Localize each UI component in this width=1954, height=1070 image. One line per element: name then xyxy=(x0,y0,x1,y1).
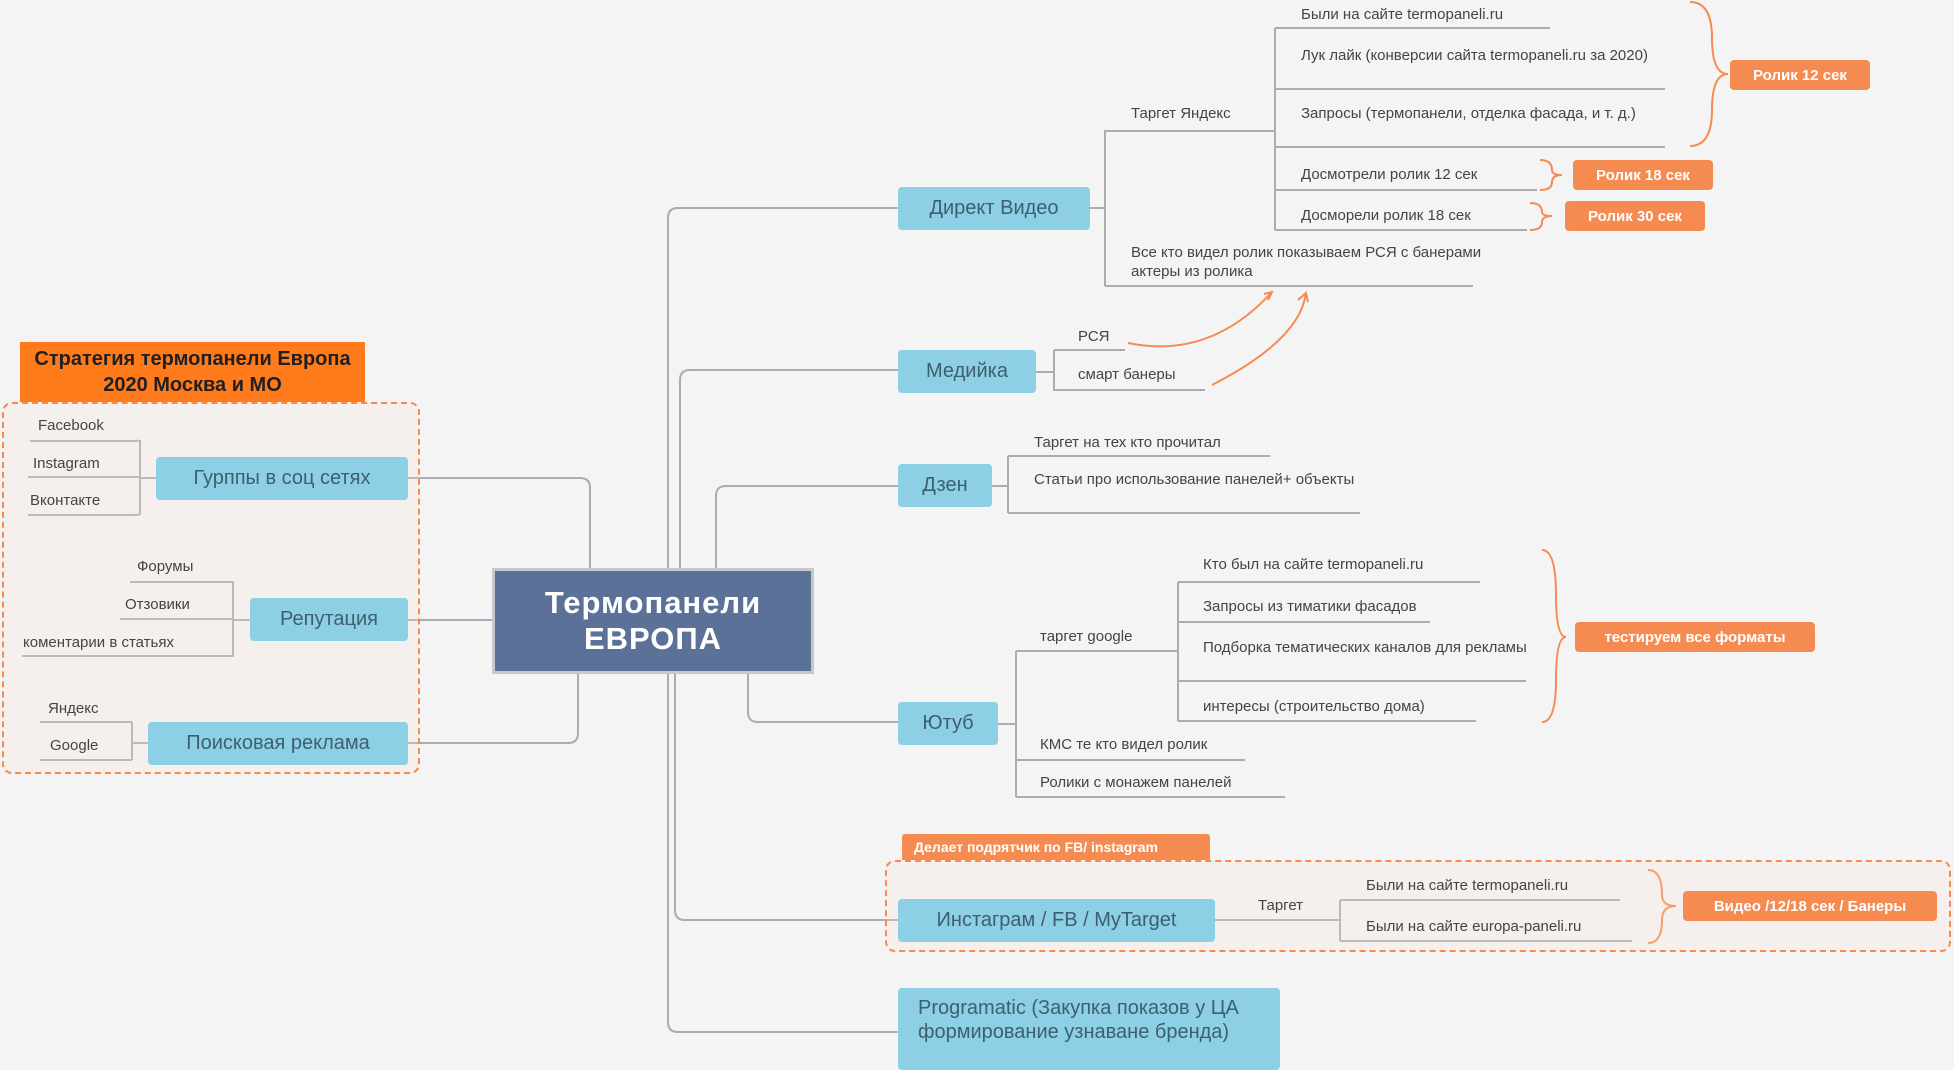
search-bracket xyxy=(40,721,148,761)
media-rsya: РСЯ xyxy=(1078,328,1110,345)
topic-reputation[interactable]: Репутация xyxy=(250,598,408,641)
line-to-social xyxy=(405,477,591,568)
leaf-yandex: Яндекс xyxy=(48,700,99,717)
instagram-bracket xyxy=(1215,899,1632,942)
brace-18 xyxy=(1539,159,1563,191)
label-target-social: Таргет xyxy=(1258,897,1304,914)
all-seen-rsya: Все кто видел ролик показываем РСЯ с бан… xyxy=(1131,244,1482,280)
media-smart-banners: смарт банеры xyxy=(1078,366,1176,383)
badge-video-banners: Видео /12/18 сек / Банеры xyxy=(1683,891,1937,921)
line-to-media xyxy=(679,369,898,575)
topic-dzen[interactable]: Дзен xyxy=(898,464,992,507)
leaf-google: Google xyxy=(50,737,99,754)
google-target-interests: интересы (строительство дома) xyxy=(1203,698,1425,715)
badge-video-12: Ролик 12 сек xyxy=(1730,60,1870,90)
badge-video-18: Ролик 18 сек xyxy=(1573,160,1713,190)
yandex-target-lookalike: Лук лайк (конверсии сайта termopaneli.ru… xyxy=(1301,47,1648,64)
brace-google xyxy=(1541,549,1567,723)
line-to-search xyxy=(405,672,579,744)
google-targets-bracket xyxy=(1177,581,1526,722)
yandex-target-visited: Были на сайте termopaneli.ru xyxy=(1301,6,1504,23)
topic-instagram-fb-mytarget[interactable]: Инстаграм / FB / MyTarget xyxy=(898,899,1215,942)
badge-video-30: Ролик 30 сек xyxy=(1565,201,1705,231)
strategy-title: Стратегия термопанели Европа 2020 Москва… xyxy=(20,342,365,402)
topic-social-groups[interactable]: Гурппы в соц сетях xyxy=(156,457,408,500)
leaf-instagram: Instagram xyxy=(33,455,100,472)
youtube-installation-videos: Ролики с монажем панелей xyxy=(1040,774,1232,791)
line-to-youtube xyxy=(747,670,898,723)
central-topic[interactable]: Термопанели ЕВРОПА xyxy=(492,568,814,674)
yandex-target-watched-12: Досмотрели ролик 12 сек xyxy=(1301,166,1478,183)
topic-direct-video[interactable]: Директ Видео xyxy=(898,187,1090,230)
reputation-bracket xyxy=(22,581,250,657)
media-bracket xyxy=(1036,349,1205,391)
dzen-target-readers: Таргет на тех кто прочитал xyxy=(1034,434,1221,451)
brace-30 xyxy=(1529,202,1553,231)
leaf-vkontakte: Вконтакте xyxy=(30,492,101,509)
leaf-article-comments: коментарии в статьях xyxy=(23,634,174,651)
yandex-targets-bracket xyxy=(1255,27,1665,231)
brace-instagram xyxy=(1647,869,1677,944)
social-bracket xyxy=(28,439,156,516)
leaf-facebook: Facebook xyxy=(38,417,104,434)
direct-bracket xyxy=(1090,130,1473,287)
label-target-google: таргет google xyxy=(1040,628,1133,645)
youtube-kms-seen-video: КМС те кто видел ролик xyxy=(1040,736,1208,753)
yandex-target-watched-18: Досморели ролик 18 сек xyxy=(1301,207,1471,224)
leaf-review-sites: Отзовики xyxy=(125,596,190,613)
badge-test-all-formats: тестируем все форматы xyxy=(1575,622,1815,652)
google-target-visited: Кто был на сайте termopaneli.ru xyxy=(1203,556,1424,573)
instagram-target-europa: Были на сайте europa-paneli.ru xyxy=(1366,918,1582,935)
line-to-direct xyxy=(667,207,898,575)
topic-programatic[interactable]: Programatic (Закупка показов у ЦА формир… xyxy=(898,988,1280,1070)
youtube-bracket xyxy=(998,650,1285,798)
dzen-bracket xyxy=(992,455,1360,514)
topic-youtube[interactable]: Ютуб xyxy=(898,702,998,745)
label-target-yandex: Таргет Яндекс xyxy=(1131,105,1231,122)
leaf-forums: Форумы xyxy=(137,558,194,575)
arrow-rsya xyxy=(1127,291,1273,348)
instagram-target-termopaneli: Были на сайте termopaneli.ru xyxy=(1366,877,1569,894)
google-target-queries: Запросы из тиматики фасадов xyxy=(1203,598,1417,615)
dzen-articles: Статьи про использование панелей+ объект… xyxy=(1034,471,1355,488)
topic-media[interactable]: Медийка xyxy=(898,350,1036,393)
brace-12 xyxy=(1689,1,1729,147)
google-target-channels: Подборка тематических каналов для реклам… xyxy=(1203,639,1527,656)
line-to-instagram xyxy=(674,672,898,921)
line-to-programatic xyxy=(667,672,898,1033)
line-to-dzen xyxy=(715,485,898,568)
yandex-target-queries: Запросы (термопанели, отделка фасада, и … xyxy=(1301,105,1636,122)
arrow-smart xyxy=(1211,292,1307,386)
contractor-tag: Делает подрятчик по FB/ instagram xyxy=(902,834,1210,860)
topic-search-ads[interactable]: Поисковая реклама xyxy=(148,722,408,765)
